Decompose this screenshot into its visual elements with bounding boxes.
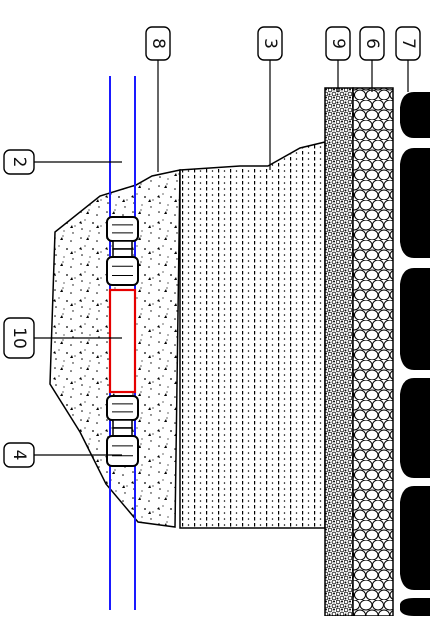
coupling-nut [106,256,139,286]
callout-3: 3 [257,26,283,61]
callout-9: 9 [325,26,351,61]
cobble-layer [352,87,394,617]
stone-block [400,148,430,258]
coupling-nut [106,435,139,467]
svg-text:9: 9 [328,38,348,49]
pipe-section [108,288,137,394]
svg-text:7: 7 [398,38,418,49]
callout-6: 6 [359,26,385,61]
stone-block [400,486,430,590]
fine-gravel-layer [324,87,354,617]
callout-4: 4 [3,442,35,468]
svg-text:4: 4 [9,450,29,461]
callout-10: 10 [3,317,35,359]
callout-8: 8 [145,26,171,61]
coupling-ring [112,427,133,437]
stone-block [400,378,430,478]
svg-text:2: 2 [9,157,29,168]
coupling-ring [112,419,133,429]
svg-text:8: 8 [148,38,168,49]
stone-block [400,268,430,370]
soil-fill-zone [179,141,326,529]
callout-2: 2 [3,149,35,175]
callout-7: 7 [395,26,421,61]
svg-text:10: 10 [9,327,29,349]
coupling-nut [106,216,139,242]
svg-text:3: 3 [260,38,280,49]
coupling-nut [106,395,139,421]
coupling-ring [112,248,133,258]
svg-text:6: 6 [362,38,382,49]
couplings [106,216,139,467]
stone-block-layer [400,92,430,616]
stone-block [400,92,430,138]
coupling-ring [112,240,133,250]
stone-block [400,598,430,616]
